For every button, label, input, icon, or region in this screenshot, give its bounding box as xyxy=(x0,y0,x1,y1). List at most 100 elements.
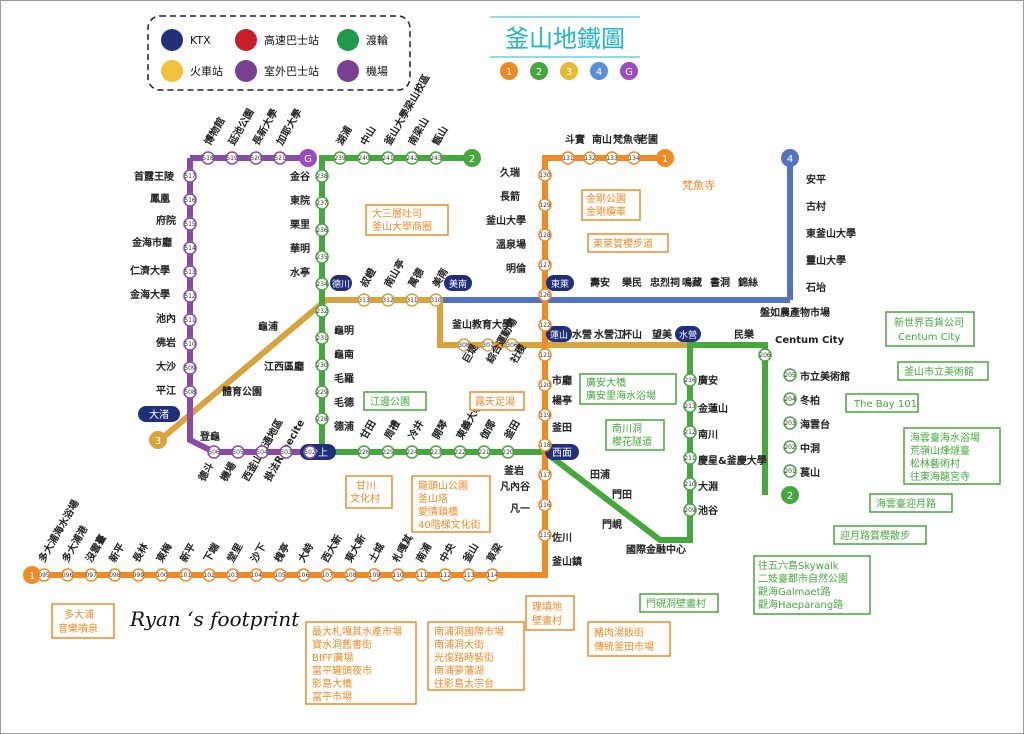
svg-text:傳統釜田市場: 傳統釜田市場 xyxy=(594,640,654,653)
station-dot xyxy=(279,445,293,459)
svg-text:廣安里海水浴場: 廣安里海水浴場 xyxy=(586,389,656,402)
footprint-signature: Ryan ‘s footprint xyxy=(129,607,300,631)
station-dot-number: 511 xyxy=(184,317,196,324)
express-bus-icon xyxy=(235,29,257,51)
svg-text:3: 3 xyxy=(566,67,572,78)
svg-text:富平罐頭夜市: 富平罐頭夜市 xyxy=(312,664,372,677)
map-title: 釜山地鐵圖 xyxy=(490,16,640,58)
station-dot xyxy=(405,293,419,307)
page-title: 釜山地鐵圖 xyxy=(505,25,625,53)
svg-text:凡一: 凡一 xyxy=(510,503,530,515)
svg-text:文化村: 文化村 xyxy=(350,492,380,505)
svg-text:金剛纜車: 金剛纜車 xyxy=(586,205,626,218)
svg-text:東萊賞櫻步道: 東萊賞櫻步道 xyxy=(593,237,653,250)
station-dot xyxy=(231,445,245,459)
svg-text:BIFF廣場: BIFF廣場 xyxy=(312,651,353,664)
svg-text:釜岩: 釜岩 xyxy=(503,464,524,477)
svg-text:蓮山: 蓮山 xyxy=(550,329,568,341)
svg-text:萇山: 萇山 xyxy=(800,466,820,479)
svg-text:1: 1 xyxy=(662,154,668,165)
svg-text:金海市廳: 金海市廳 xyxy=(131,236,172,249)
svg-text:火車站: 火車站 xyxy=(190,64,223,78)
svg-text:首露王陵: 首露王陵 xyxy=(134,170,175,183)
line2-terminal xyxy=(463,149,481,167)
station-dot xyxy=(477,445,491,459)
svg-text:斗實: 斗實 xyxy=(565,133,585,146)
station-dot xyxy=(315,385,329,399)
station-dot xyxy=(381,445,395,459)
svg-text:金剛公園: 金剛公園 xyxy=(586,192,626,205)
station-dot-number: 239 xyxy=(334,155,346,162)
station-dot-number: 121 xyxy=(539,352,551,359)
station-dot-number: 216 xyxy=(684,377,696,384)
station-dot xyxy=(183,169,197,183)
station-dot-number: 513 xyxy=(184,269,196,276)
svg-text:鳴藏: 鳴藏 xyxy=(682,276,702,289)
svg-text:高速巴士站: 高速巴士站 xyxy=(264,33,319,47)
station-dot-number: 113 xyxy=(463,572,475,579)
station-dot-number: 308 xyxy=(458,342,470,349)
station-dot-number: 104 xyxy=(251,572,263,579)
svg-text:門硯洞壁畫村: 門硯洞壁畫村 xyxy=(646,597,706,610)
station-dot-number: 213 xyxy=(684,403,696,410)
station-dot-number: 201 xyxy=(784,468,796,475)
line2-stations: 金谷 東院 栗里 華明 水亭 龜明 龜南 毛羅 毛德 德浦 田浦 門田 門峴 國… xyxy=(289,170,850,556)
station-dot xyxy=(538,198,552,212)
station-dot xyxy=(538,438,552,452)
lineg-terminal xyxy=(299,149,317,167)
note-mural: 門硯洞壁畫村 xyxy=(639,593,719,613)
note-footbath: 露天足湯 xyxy=(469,391,525,411)
station-dot-number: 519 xyxy=(226,155,238,162)
svg-text:佐川: 佐川 xyxy=(551,531,572,544)
svg-text:龜南: 龜南 xyxy=(334,348,354,361)
transfer-stations: 大渚 德川 美南 東萊 蓮山 水營 沙上 西面 xyxy=(138,275,701,460)
svg-text:新世界百貨公司: 新世界百貨公司 xyxy=(894,316,964,329)
station-dot-number: 203 xyxy=(784,420,796,427)
station-dot xyxy=(538,168,552,182)
note-haeundae: 海雲臺海水浴場 荒嶺山烽燧臺 松林藝術村 往東海龍宮寺 xyxy=(903,427,1001,485)
note-pork: 豬肉湯飯街 傳統釜田市場 xyxy=(587,621,671,657)
svg-text:Centum City: Centum City xyxy=(898,332,960,343)
station-dot xyxy=(561,151,575,165)
svg-text:市廳: 市廳 xyxy=(552,374,572,387)
svg-text:寶水洞舊書街: 寶水洞舊書街 xyxy=(312,638,372,651)
note-bay101: The Bay 101 xyxy=(845,393,919,413)
svg-text:長箭: 長箭 xyxy=(500,190,520,203)
station-dot xyxy=(357,445,371,459)
station-dot xyxy=(183,361,197,375)
svg-text:室外巴士站: 室外巴士站 xyxy=(264,64,319,78)
svg-text:影島大橋: 影島大橋 xyxy=(312,677,352,690)
svg-text:4: 4 xyxy=(787,154,793,165)
station-dot-number: 122 xyxy=(539,322,551,329)
line4-track xyxy=(440,160,793,303)
train-icon xyxy=(161,60,183,82)
station-dot-number: 106 xyxy=(298,572,310,579)
svg-text:金海大學: 金海大學 xyxy=(129,288,170,301)
station-dot xyxy=(538,228,552,242)
station-dot xyxy=(303,445,317,459)
svg-text:佛岩: 佛岩 xyxy=(155,336,176,349)
svg-text:釜田: 釜田 xyxy=(551,421,572,434)
station-dot xyxy=(538,408,552,422)
station-dot xyxy=(207,445,221,459)
svg-text:釜山教育大學: 釜山教育大學 xyxy=(451,318,512,331)
station-dot-number: 109 xyxy=(369,572,381,579)
note-beomeosa: 梵魚寺 xyxy=(682,179,715,192)
ktx-icon xyxy=(161,29,183,51)
outdoor-bus-icon xyxy=(235,60,257,82)
svg-text:甘川: 甘川 xyxy=(356,479,376,492)
station-dot-number: 236 xyxy=(316,227,328,234)
svg-text:機場: 機場 xyxy=(366,64,388,78)
svg-text:西面: 西面 xyxy=(552,448,572,459)
svg-text:東萊: 東萊 xyxy=(551,278,569,290)
station-dot-number: 503 xyxy=(280,449,292,456)
svg-text:釜山大學商圈: 釜山大學商圈 xyxy=(372,220,432,233)
svg-text:櫻花隧道: 櫻花隧道 xyxy=(612,435,652,448)
svg-text:南浦夢藩湖: 南浦夢藩湖 xyxy=(434,664,484,677)
station-dot-number: 101 xyxy=(180,572,192,579)
svg-text:華明: 華明 xyxy=(290,242,310,255)
station-dot xyxy=(249,151,263,165)
note-museum: 釜山市立美術館 xyxy=(897,361,989,381)
svg-text:Centum City: Centum City xyxy=(775,335,845,346)
